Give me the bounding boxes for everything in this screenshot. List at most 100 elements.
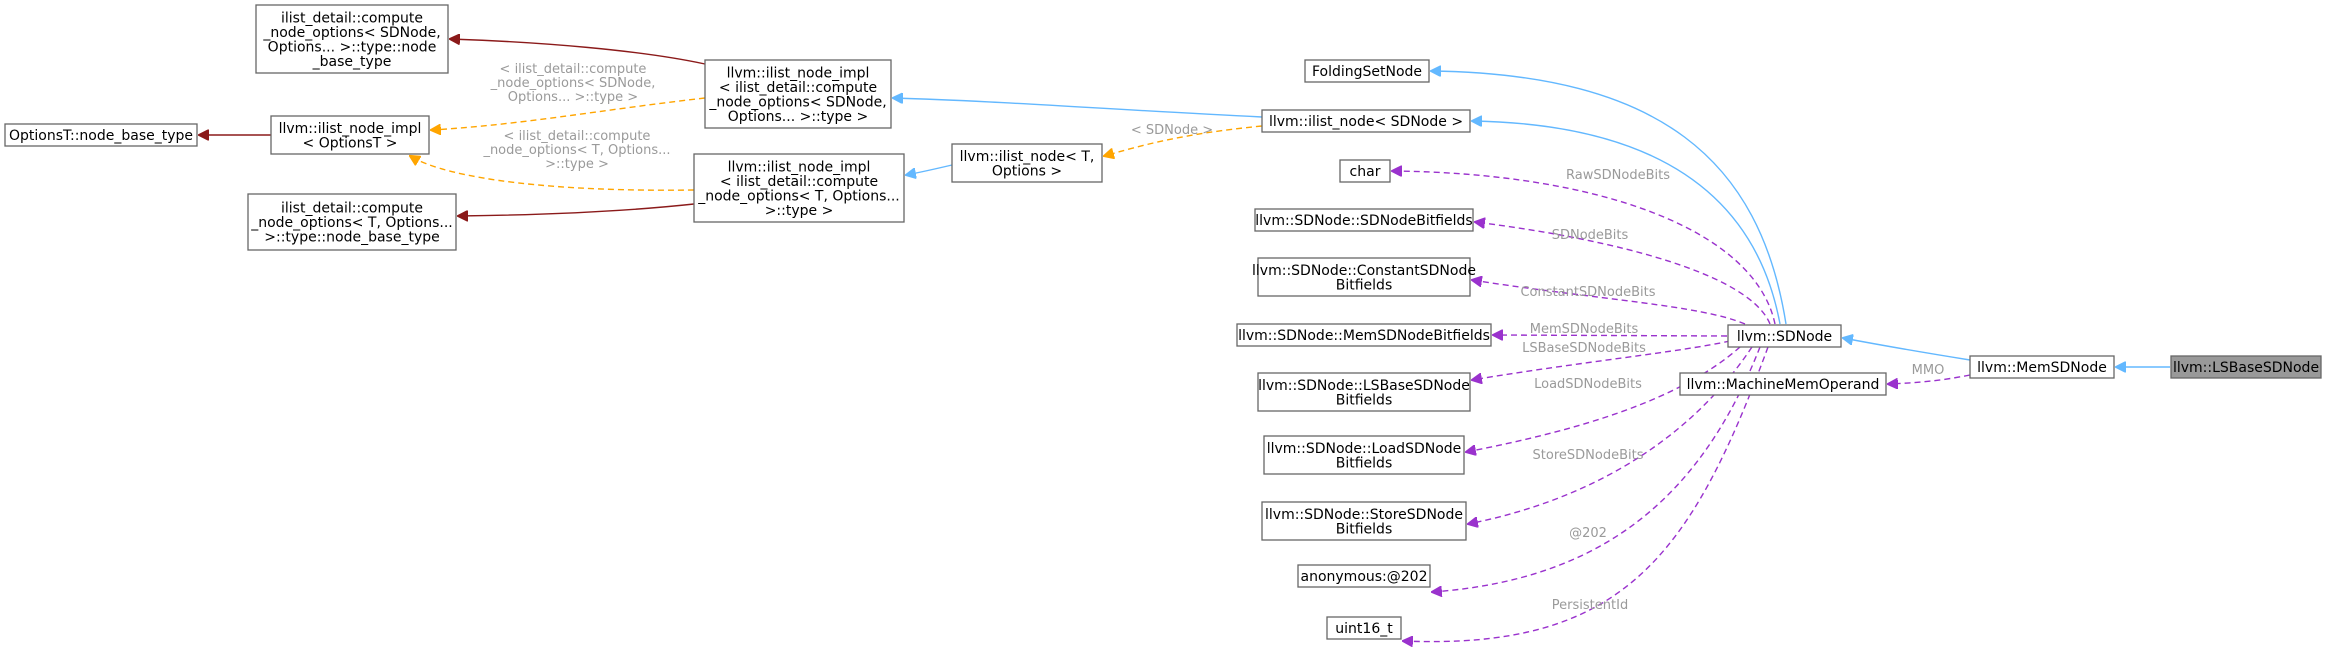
node-label: llvm::ilist_node_impl	[728, 159, 871, 175]
edge-label-constbits: ConstantSDNodeBits	[1520, 285, 1655, 300]
class-node-sdnode[interactable]: llvm::SDNode	[1727, 324, 1842, 348]
class-node-mmo[interactable]: llvm::MachineMemOperand	[1679, 372, 1887, 396]
edge-label-sdnodebits: SDNodeBits	[1552, 228, 1629, 243]
node-label: llvm::SDNode::LSBaseSDNode	[1258, 378, 1470, 394]
edge-label-loadbits: LoadSDNodeBits	[1534, 377, 1642, 392]
class-node-uint16[interactable]: uint16_t	[1326, 616, 1402, 640]
class-node-char[interactable]: char	[1339, 159, 1391, 183]
node-box	[693, 153, 905, 223]
node-label: >::type::node_base_type	[264, 230, 439, 246]
edge-sdnode-uses-uint16	[1403, 346, 1769, 642]
node-label: OptionsT::node_base_type	[9, 128, 193, 144]
node-label: < ilist_detail::compute	[720, 174, 878, 190]
class-node-sdbf[interactable]: llvm::SDNode::SDNodeBitfields	[1254, 208, 1474, 232]
edge-label-storebits: StoreSDNodeBits	[1533, 448, 1644, 463]
node-label: llvm::SDNode::LoadSDNode	[1267, 441, 1462, 457]
node-label: llvm::ilist_node< SDNode >	[1269, 114, 1463, 130]
edge-label-sdnode_arg: < SDNode >	[1131, 123, 1213, 138]
node-label: _node_options< T, Options...	[250, 215, 453, 231]
node-box	[255, 4, 449, 74]
node-label: Bitfields	[1336, 455, 1393, 471]
class-node-memsd[interactable]: llvm::MemSDNode	[1969, 355, 2115, 379]
node-label: llvm::ilist_node< T,	[960, 149, 1095, 165]
node-label: llvm::MachineMemOperand	[1687, 377, 1880, 393]
node-label: llvm::SDNode::SDNodeBitfields	[1255, 213, 1472, 229]
node-box	[1236, 323, 1492, 347]
node-label: _node_options< T, Options...	[697, 188, 900, 204]
node-box	[1261, 109, 1471, 133]
class-node-lsbase[interactable]: llvm::LSBaseSDNode	[2170, 355, 2322, 379]
node-label: llvm::SDNode::ConstantSDNode	[1252, 263, 1476, 279]
class-node-anon[interactable]: anonymous:@202	[1297, 564, 1431, 588]
node-label: llvm::ilist_node_impl	[727, 65, 870, 81]
edge-sdnode-inherits-folding	[1431, 71, 1787, 325]
node-label: Bitfields	[1336, 392, 1393, 408]
node-label: < ilist_detail::compute	[719, 80, 877, 96]
node-label: >::type >	[765, 203, 834, 219]
node-box	[1261, 501, 1467, 541]
class-node-ilistT[interactable]: llvm::ilist_node< T,Options >	[951, 143, 1103, 183]
edge-label-impl_sd_arg: _node_options< SDNode,	[490, 76, 656, 91]
edge-sdnode-uses-char	[1392, 171, 1776, 325]
class-node-compSD[interactable]: ilist_detail::compute_node_options< SDNo…	[255, 4, 449, 74]
node-label: llvm::SDNode::MemSDNodeBitfields	[1238, 328, 1490, 344]
node-box	[1679, 372, 1887, 396]
node-label: llvm::ilist_node_impl	[279, 121, 422, 137]
node-box	[1339, 159, 1391, 183]
node-box	[1263, 435, 1465, 475]
node-label: Bitfields	[1336, 521, 1393, 537]
node-box	[1969, 355, 2115, 379]
node-label: uint16_t	[1335, 621, 1393, 637]
edge-layer	[199, 39, 2170, 642]
edge-label-layer: MMORawSDNodeBitsSDNodeBitsConstantSDNode…	[482, 62, 1944, 613]
edge-label-persistent: PersistentId	[1552, 598, 1628, 613]
edge-ilistsd-inherits-implsd	[893, 98, 1263, 118]
edge-memsd-uses-mmo	[1888, 374, 1971, 384]
edge-label-impl_t_arg: < ilist_detail::compute	[504, 129, 651, 144]
node-box	[2170, 355, 2322, 379]
class-node-folding[interactable]: FoldingSetNode	[1304, 59, 1430, 83]
edge-implT-instance-of-implOpt	[410, 156, 695, 191]
node-box	[1297, 564, 1431, 588]
node-box	[270, 115, 430, 155]
node-layer: llvm::LSBaseSDNodellvm::MemSDNodellvm::S…	[4, 4, 2322, 640]
node-label: Options... >::type >	[728, 109, 868, 125]
class-node-implsd[interactable]: llvm::ilist_node_impl< ilist_detail::com…	[704, 59, 892, 129]
node-box	[247, 193, 457, 251]
node-label: llvm::MemSDNode	[1977, 360, 2107, 376]
class-node-compT[interactable]: ilist_detail::compute_node_options< T, O…	[247, 193, 457, 251]
edge-label-impl_sd_arg: < ilist_detail::compute	[500, 62, 647, 77]
edge-label-anon: @202	[1569, 526, 1607, 541]
class-node-implT[interactable]: llvm::ilist_node_impl< ilist_detail::com…	[693, 153, 905, 223]
edge-sdnode-uses-sdbf	[1475, 222, 1771, 325]
node-label: < OptionsT >	[303, 135, 398, 151]
edge-implsd-arg-compSD	[450, 39, 706, 65]
node-label: Bitfields	[1336, 277, 1393, 293]
edge-ilistT-inherits-implT	[906, 164, 953, 175]
node-box	[1326, 616, 1402, 640]
node-label: Options >	[992, 163, 1062, 179]
class-node-implOpt[interactable]: llvm::ilist_node_impl< OptionsT >	[270, 115, 430, 155]
node-box	[1304, 59, 1430, 83]
class-node-optbase[interactable]: OptionsT::node_base_type	[4, 123, 198, 147]
node-box	[704, 59, 892, 129]
edge-sdnode-uses-anon	[1432, 346, 1761, 592]
edge-sdnode-uses-constbf	[1472, 280, 1746, 325]
node-box	[1254, 208, 1474, 232]
edge-sdnode-inherits-ilistsd	[1472, 121, 1781, 325]
edge-label-lsbits: LSBaseSDNodeBits	[1522, 341, 1646, 356]
node-box	[951, 143, 1103, 183]
node-label: llvm::SDNode::StoreSDNode	[1265, 507, 1463, 523]
edge-sdnode-uses-loadbf	[1466, 346, 1741, 452]
node-label: llvm::SDNode	[1737, 329, 1832, 345]
node-box	[4, 123, 198, 147]
class-node-membf[interactable]: llvm::SDNode::MemSDNodeBitfields	[1236, 323, 1492, 347]
edge-label-raw: RawSDNodeBits	[1566, 168, 1670, 183]
class-node-ilistsd[interactable]: llvm::ilist_node< SDNode >	[1261, 109, 1471, 133]
node-box	[1257, 372, 1471, 412]
node-label: Options... >::type::node	[268, 39, 437, 55]
